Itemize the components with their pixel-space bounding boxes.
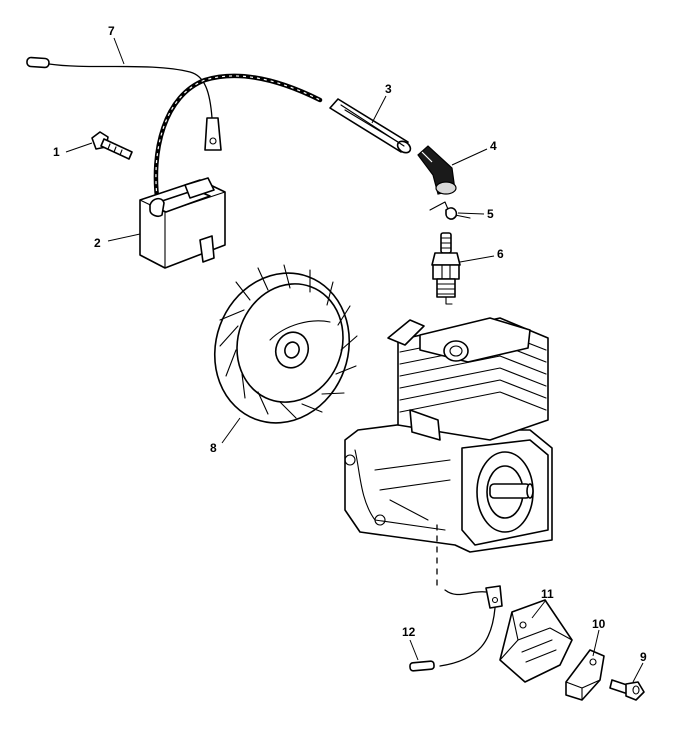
leader-lines: [65, 37, 644, 683]
label-part-7: 7: [108, 24, 115, 38]
label-part-12: 12: [402, 625, 416, 639]
label-part-3: 3: [385, 82, 392, 96]
bracket-plate[interactable]: [565, 649, 605, 701]
label-part-2: 2: [94, 236, 101, 250]
bolt-bracket[interactable]: [609, 679, 645, 701]
label-part-4: 4: [490, 139, 497, 153]
high-tension-lead: [153, 73, 323, 208]
spark-plug-cap[interactable]: [417, 145, 457, 195]
boot-sleeve[interactable]: [329, 98, 413, 155]
spring-clip[interactable]: [429, 201, 471, 220]
ignition-coil[interactable]: [139, 177, 226, 269]
label-part-10: 10: [592, 617, 606, 631]
wire-holder[interactable]: [499, 599, 573, 683]
ignition-lead-wire[interactable]: [26, 56, 222, 151]
bolt-coil[interactable]: [91, 131, 133, 160]
label-part-9: 9: [640, 650, 647, 664]
callout-labels: 1 2 3 4 5 6 7 8 9 10 11 12: [53, 24, 647, 664]
label-part-11: 11: [541, 587, 554, 601]
label-part-8: 8: [210, 441, 217, 455]
engine-block: [344, 317, 553, 553]
label-part-5: 5: [487, 207, 494, 221]
ground-wire[interactable]: [409, 524, 503, 672]
label-part-6: 6: [497, 247, 504, 261]
spark-plug[interactable]: [431, 232, 461, 305]
label-part-1: 1: [53, 145, 60, 159]
flywheel[interactable]: [194, 254, 370, 442]
